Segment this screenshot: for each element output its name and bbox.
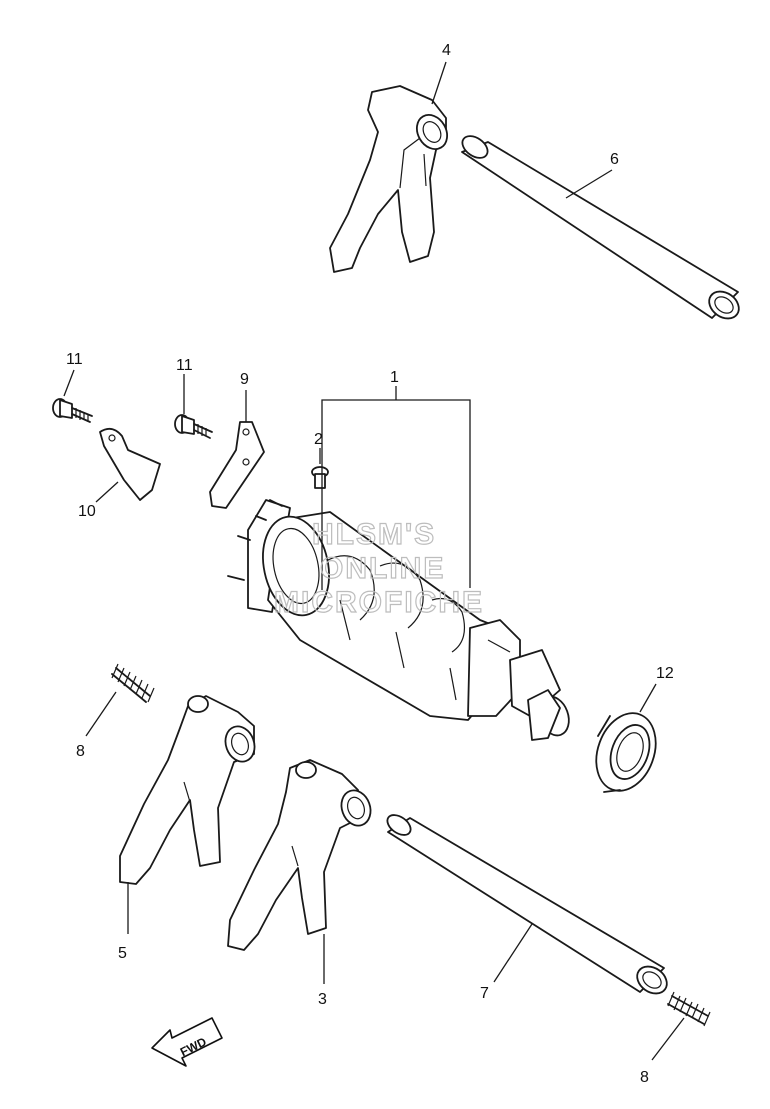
- spring-lower-part: [667, 991, 711, 1027]
- upper-shift-fork-part: [329, 85, 448, 273]
- shift-drum-part: [227, 499, 570, 741]
- drum-pin-part: [311, 466, 329, 489]
- upper-fork-shaft-part: [461, 135, 740, 320]
- callout-4: 4: [442, 42, 451, 59]
- callout-11-right: 11: [176, 357, 193, 374]
- callout-8-lower: 8: [640, 1069, 649, 1086]
- right-shift-fork-part: [227, 759, 372, 951]
- watermark: HLSM'S ONLINE MICROFICHE: [273, 517, 484, 619]
- callout-7: 7: [480, 985, 489, 1002]
- callout-11-left: 11: [66, 351, 83, 368]
- stopper-plate-part: [209, 421, 265, 509]
- watermark-line-3: MICROFICHE: [274, 586, 484, 619]
- callout-2: 2: [314, 431, 323, 448]
- screw-left-part: [52, 398, 93, 423]
- left-shift-fork-part: [119, 695, 256, 885]
- callout-10: 10: [78, 503, 96, 520]
- screw-right-part: [174, 414, 213, 439]
- lower-fork-shaft-part: [386, 814, 668, 995]
- watermark-line-1: HLSM'S: [312, 518, 436, 551]
- spring-upper-part: [111, 663, 155, 703]
- bearing-part: [595, 712, 657, 793]
- leader-lines: [63, 61, 685, 1061]
- callout-6: 6: [610, 151, 619, 168]
- watermark-line-2: ONLINE: [320, 552, 445, 585]
- callout-12: 12: [656, 665, 674, 682]
- callout-9: 9: [240, 371, 249, 388]
- callout-labels: 4 6 1 2 11 11 9 10 12 8 5 3 7 8: [66, 42, 674, 1086]
- callout-1: 1: [390, 369, 399, 386]
- callout-8-upper: 8: [76, 743, 85, 760]
- callout-5: 5: [118, 945, 127, 962]
- callout-3: 3: [318, 991, 327, 1008]
- segment-plate-part: [99, 427, 161, 501]
- forward-arrow-icon: FWD: [151, 1017, 223, 1067]
